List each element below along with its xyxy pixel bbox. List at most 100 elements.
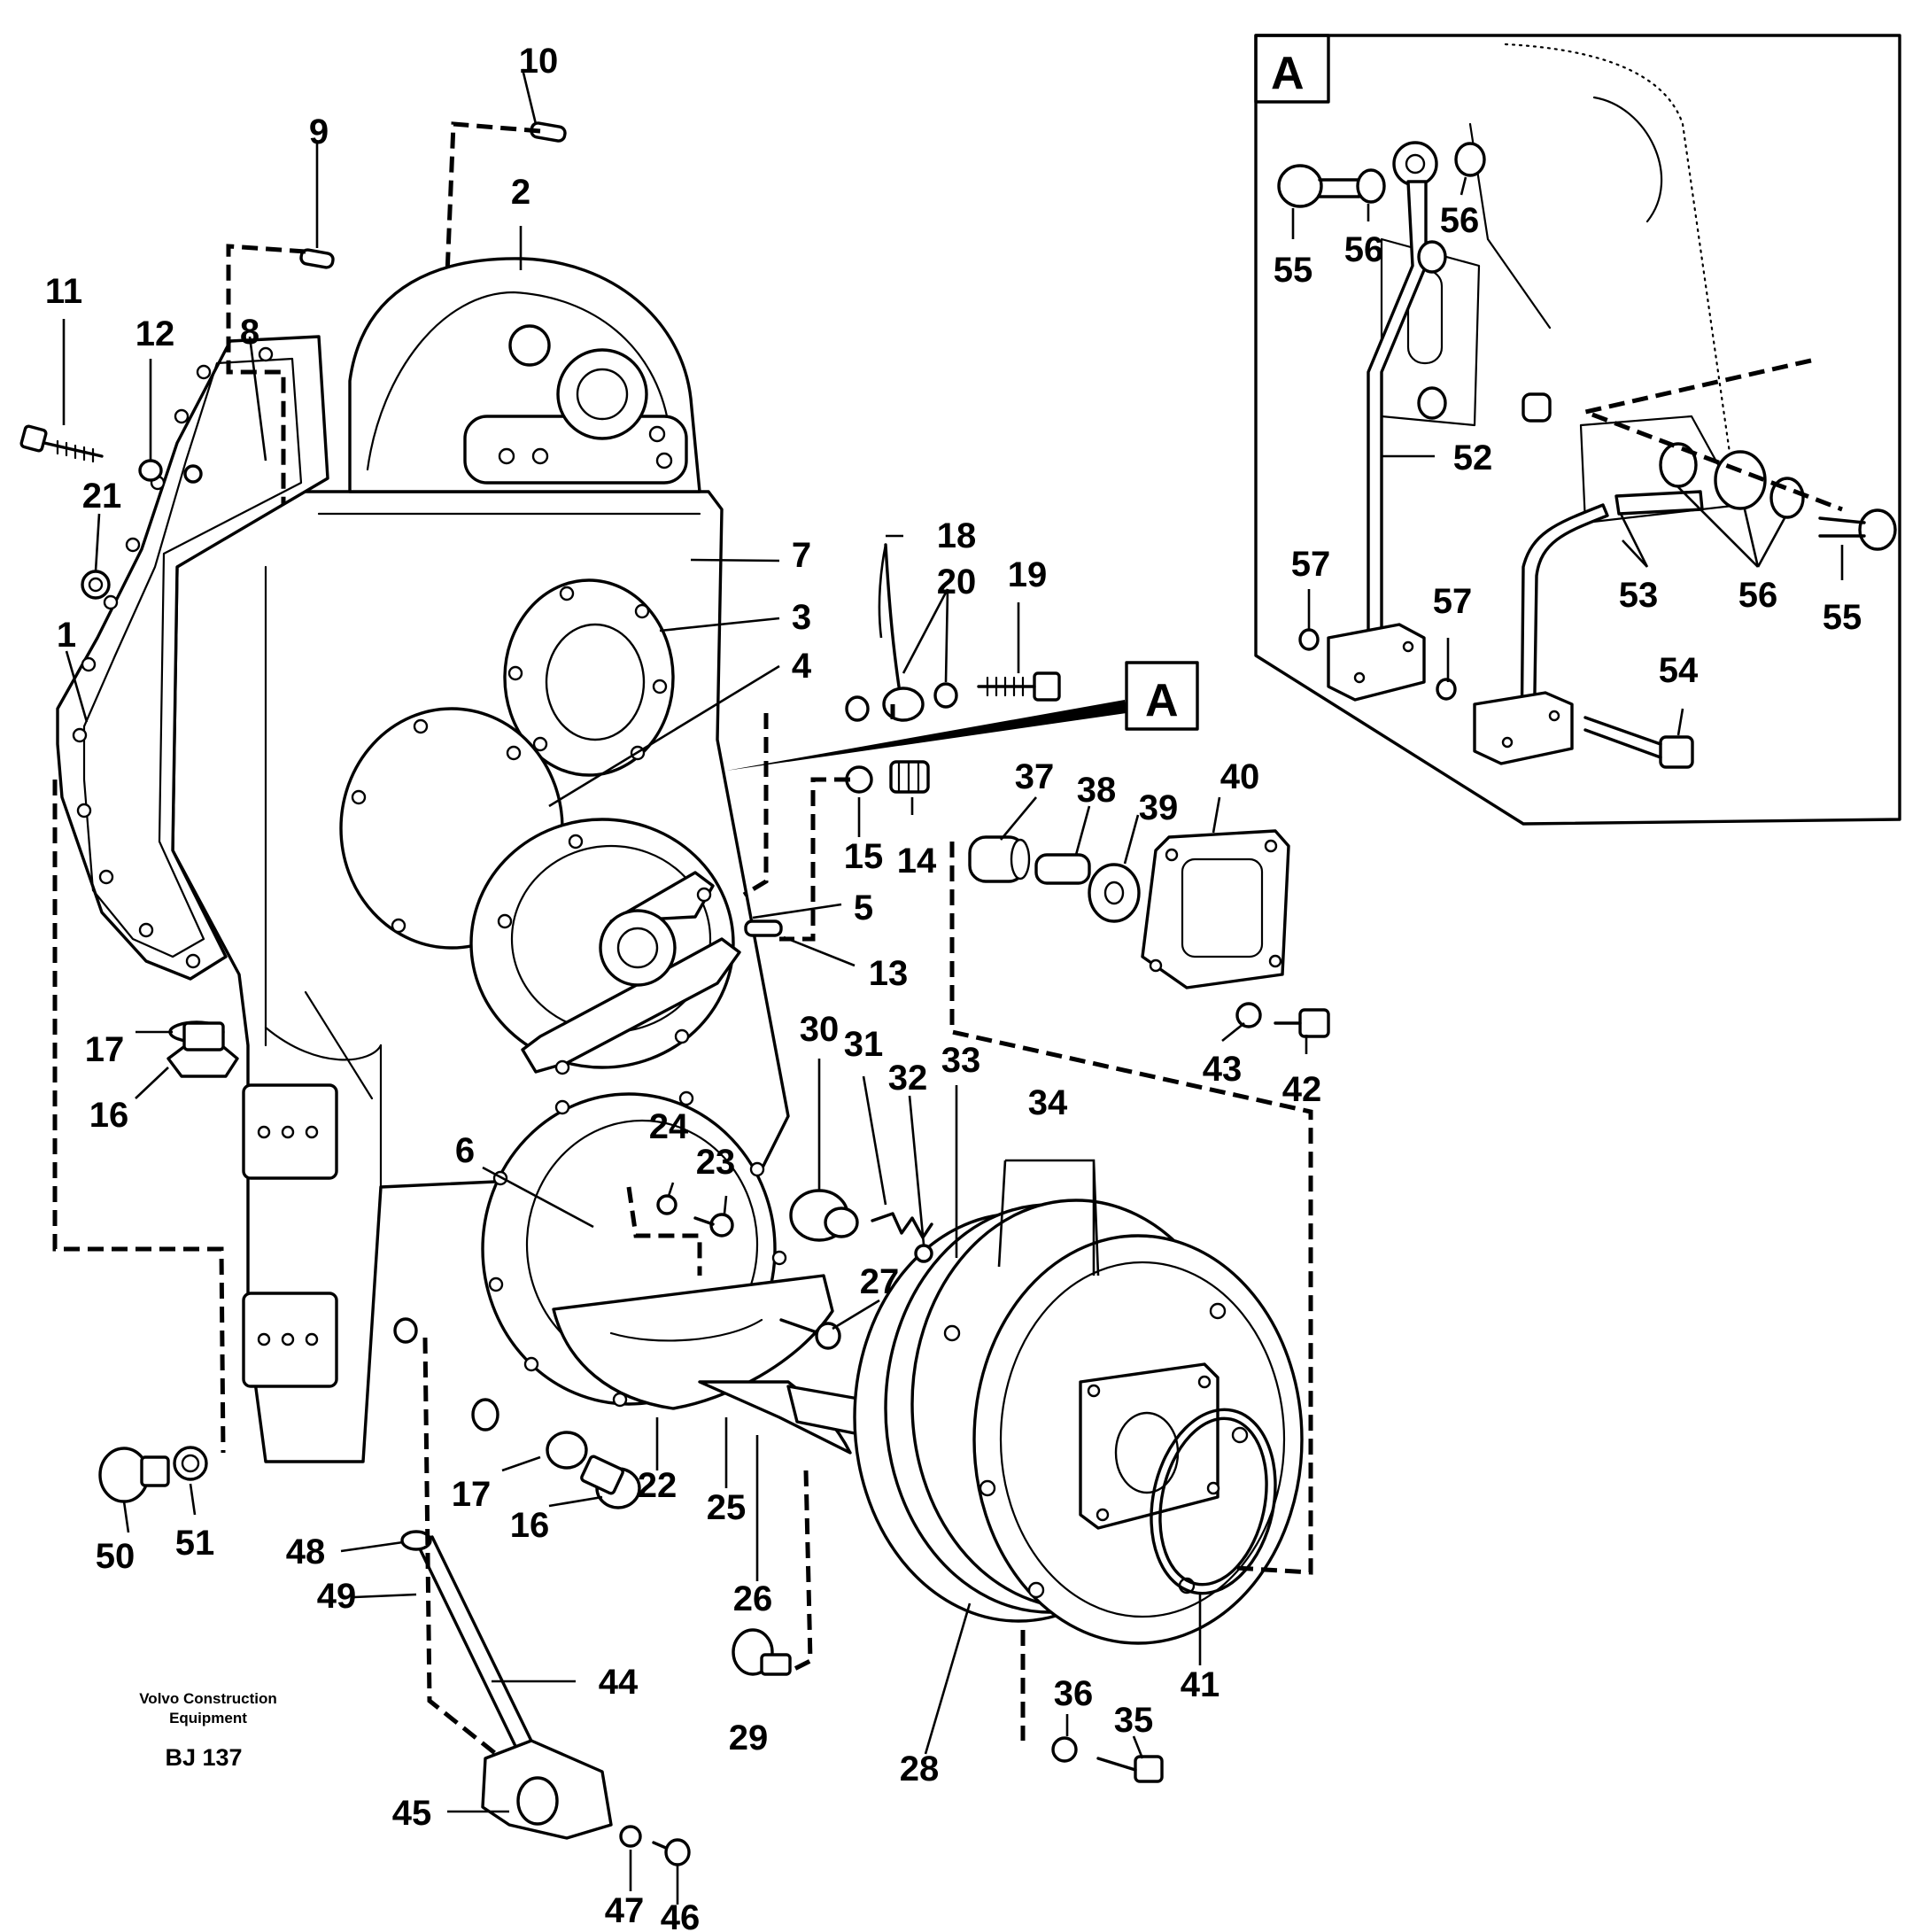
callout-57-right: 57 (1433, 582, 1473, 621)
callout-34: 34 (1028, 1083, 1068, 1122)
callout-numbers: A 10 9 2 11 12 8 21 1 7 3 4 5 13 6 18 20… (45, 42, 1862, 1932)
spring-31 (871, 1212, 933, 1239)
callout-7: 7 (792, 536, 811, 575)
callout-3: 3 (792, 598, 811, 637)
oil-deflector (552, 1274, 865, 1455)
callout-16-lower: 16 (510, 1506, 550, 1545)
callout-56-right: 56 (1738, 576, 1778, 615)
callout-24: 24 (649, 1107, 689, 1146)
detail-a-label: A (1271, 48, 1305, 99)
banjo-bolt-19 (977, 671, 1061, 702)
dipstick-cap-48 (400, 1530, 432, 1551)
callout-17-upper: 17 (85, 1030, 125, 1069)
housing-mount-bracket-lower (242, 1292, 338, 1388)
bolt-35 (1096, 1755, 1164, 1783)
callout-13: 13 (869, 954, 909, 993)
sleeve-37 (968, 835, 1031, 883)
callout-56-top-left: 56 (1344, 230, 1384, 269)
bolt-42 (1274, 1008, 1330, 1038)
shaft-38 (1034, 853, 1091, 885)
detail-a-reference-box (1125, 661, 1199, 731)
leader-lines (62, 68, 1308, 1905)
callout-33: 33 (941, 1041, 981, 1080)
callout-46: 46 (661, 1898, 701, 1932)
callout-56-top-right: 56 (1440, 201, 1480, 240)
callout-55-right: 55 (1823, 598, 1862, 637)
callout-5: 5 (854, 888, 873, 927)
callout-52: 52 (1453, 438, 1493, 477)
callout-28: 28 (900, 1750, 940, 1788)
washer-15 (845, 765, 873, 794)
callout-38: 38 (1077, 771, 1117, 810)
callout-17-lower: 17 (452, 1475, 492, 1514)
callout-9: 9 (309, 113, 329, 151)
callout-51: 51 (175, 1524, 215, 1563)
callout-55-top: 55 (1274, 251, 1313, 290)
top-cover (348, 257, 701, 493)
callout-49: 49 (317, 1577, 357, 1616)
callout-36: 36 (1054, 1674, 1094, 1713)
detail-a-label-box (1254, 34, 1330, 104)
callout-39: 39 (1139, 788, 1179, 827)
callout-45: 45 (392, 1794, 432, 1833)
callout-6: 6 (455, 1131, 475, 1170)
callout-54: 54 (1659, 651, 1699, 690)
callout-40: 40 (1220, 757, 1260, 796)
dipstick-tube-44 (414, 1535, 544, 1772)
callout-22: 22 (638, 1466, 678, 1505)
bracket-45 (481, 1739, 613, 1840)
callout-42: 42 (1282, 1070, 1322, 1109)
callout-8: 8 (240, 313, 259, 352)
callout-29: 29 (729, 1719, 769, 1757)
credit-line-1: Volvo Construction (139, 1690, 277, 1707)
filler-plug-50 (98, 1447, 170, 1503)
callout-15: 15 (844, 837, 884, 876)
callout-20: 20 (937, 563, 977, 601)
ball-32 (914, 1244, 933, 1263)
callout-47: 47 (605, 1891, 645, 1930)
sealing-washer-20b (845, 695, 870, 722)
callout-53: 53 (1619, 576, 1659, 615)
credit-line-2: Equipment (169, 1710, 247, 1726)
cover-40 (1141, 829, 1290, 989)
detail-a-reference-label: A (1145, 675, 1179, 726)
callout-23: 23 (696, 1143, 736, 1182)
callout-48: 48 (286, 1532, 326, 1571)
callout-25: 25 (707, 1488, 747, 1527)
plug-29 (732, 1628, 792, 1676)
callout-18: 18 (937, 516, 977, 555)
callout-16-upper: 16 (89, 1096, 129, 1135)
bolt-27 (779, 1318, 841, 1350)
washer-47 (619, 1825, 642, 1848)
callout-41: 41 (1181, 1665, 1220, 1704)
callout-12: 12 (136, 314, 175, 353)
detail-a-pointer (726, 700, 1127, 771)
dowel-pin-9 (299, 248, 335, 269)
callout-44: 44 (599, 1663, 639, 1702)
bolt-23 (693, 1213, 734, 1238)
drain-plug-16-lower (580, 1455, 641, 1509)
washer-36 (1051, 1736, 1078, 1763)
plug-30 (789, 1189, 859, 1242)
cover-plate-3 (503, 578, 675, 777)
side-cover-gasket (56, 335, 329, 981)
detail-a-inset (1254, 34, 1901, 826)
callout-43: 43 (1203, 1050, 1243, 1089)
pin-13 (744, 919, 783, 937)
callout-32: 32 (888, 1059, 928, 1098)
callout-1: 1 (57, 616, 76, 655)
figure-code: BJ 137 (165, 1744, 242, 1771)
oil-pipe-18 (878, 544, 887, 639)
housing-mount-bracket-upper (242, 1083, 338, 1180)
converter-housing-assembly (853, 1199, 1304, 1645)
assembly-lines (52, 121, 1313, 1756)
bolt-46 (652, 1838, 691, 1866)
callout-31: 31 (844, 1025, 884, 1064)
banjo-fitting (882, 543, 925, 722)
callout-37: 37 (1015, 757, 1055, 796)
washer-12 (138, 459, 163, 482)
callout-27: 27 (860, 1262, 900, 1301)
washer-43 (1235, 1002, 1262, 1028)
